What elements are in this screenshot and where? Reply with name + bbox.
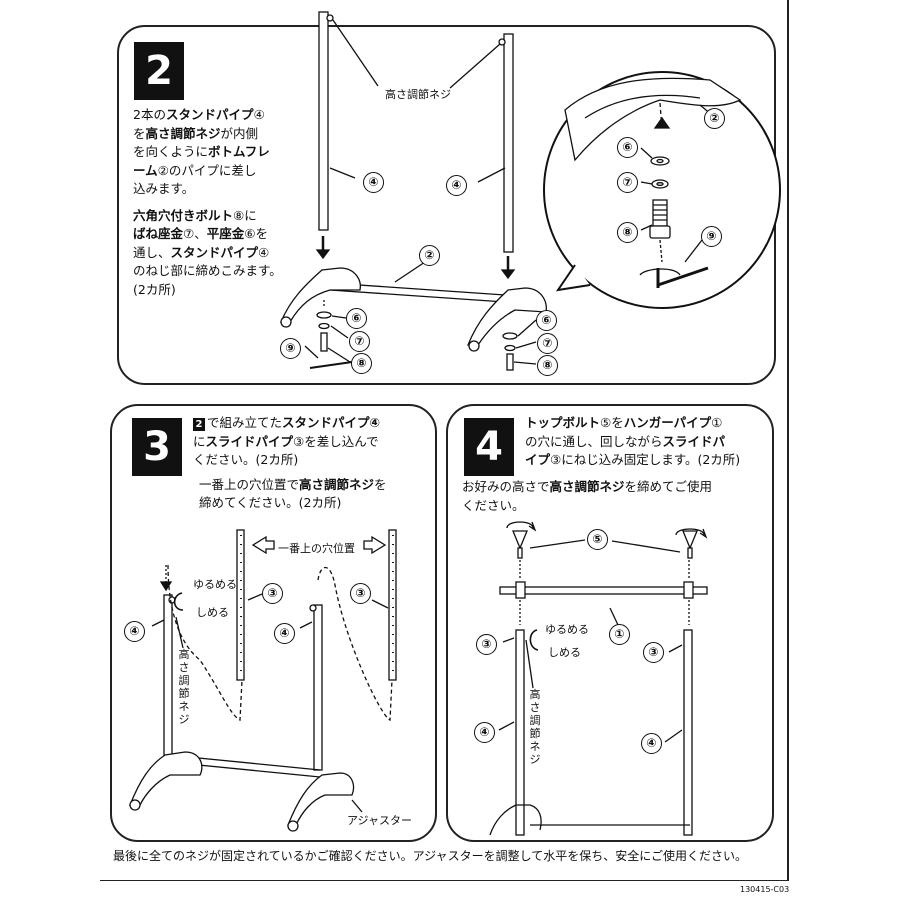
- step-4-instructions-2: お好みの高さで高さ調節ネジを締めてご使用 ください。: [462, 479, 713, 513]
- part-4-marker: ④: [641, 733, 662, 754]
- part-8-marker: ⑧: [537, 355, 558, 376]
- tighten-label-3: しめる: [196, 606, 229, 619]
- height-screw-vertical-label-3: 高さ調節ネジ: [178, 648, 190, 726]
- part-2-marker: ②: [419, 245, 440, 266]
- height-screw-vertical-label-4: 高さ調節ネジ: [529, 688, 541, 766]
- loosen-label-4: ゆるめる: [545, 623, 589, 636]
- top-hole-label: 一番上の穴位置: [278, 542, 355, 555]
- part-6-marker: ⑥: [346, 308, 367, 329]
- part-2-marker: ②: [704, 108, 725, 129]
- part-9-marker: ⑨: [280, 338, 301, 359]
- part-4-marker: ④: [363, 172, 384, 193]
- step-3-right-stand-pipe: [309, 604, 323, 771]
- part-5-marker: ⑤: [587, 529, 608, 550]
- part-8-marker: ⑧: [351, 353, 372, 374]
- right-border-rule: [787, 0, 789, 880]
- part-4-marker: ④: [474, 722, 495, 743]
- part-4-marker: ④: [124, 621, 145, 642]
- step-2-number: 2: [134, 42, 184, 100]
- step-3-slide-pipe-right: [388, 529, 397, 681]
- step-3-number: 3: [132, 418, 182, 476]
- step-4-number: 4: [464, 418, 514, 476]
- part-3-marker: ③: [262, 583, 283, 604]
- part-7-marker: ⑦: [617, 172, 638, 193]
- part-4-marker: ④: [446, 175, 467, 196]
- part-7-marker: ⑦: [349, 331, 370, 352]
- bottom-border-rule: [100, 880, 789, 881]
- step-4-panel: [446, 404, 774, 842]
- part-3-marker: ③: [350, 583, 371, 604]
- tighten-label-4: しめる: [548, 646, 581, 659]
- part-3-marker: ③: [643, 642, 664, 663]
- part-1-marker: ①: [609, 624, 630, 645]
- step-4-right-pipe: [683, 629, 693, 836]
- step-2-left-stand-pipe: [318, 11, 334, 231]
- part-7-marker: ⑦: [537, 333, 558, 354]
- document-code: 130415-C03: [740, 885, 790, 894]
- part-6-marker: ⑥: [617, 137, 638, 158]
- hanger-pipe: [499, 586, 708, 595]
- step-3-left-stand-pipe: [163, 594, 176, 761]
- step-4-instructions: トップボルト⑤をハンガーパイプ① の穴に通し、回しながらスライドパ イプ③にねじ…: [525, 415, 741, 467]
- part-4-marker: ④: [274, 623, 295, 644]
- step-3-slide-pipe-left: [236, 529, 245, 681]
- part-8-marker: ⑧: [617, 222, 638, 243]
- loosen-label-3: ゆるめる: [193, 578, 237, 591]
- height-screw-label: 高さ調節ネジ: [385, 88, 451, 101]
- footer-note: 最後に全てのネジが固定されているかご確認ください。アジャスターを調整して水平を保…: [113, 849, 747, 863]
- step-2-instructions: 2本のスタンドパイプ④ を高さ調節ネジが内側 を向くようにボトムフレ ーム②のパ…: [133, 107, 282, 297]
- part-9-marker: ⑨: [701, 226, 722, 247]
- step-4-left-pipe: [515, 629, 525, 836]
- part-6-marker: ⑥: [536, 310, 557, 331]
- step-2-right-stand-pipe: [498, 33, 514, 253]
- adjuster-label: アジャスター: [347, 814, 413, 827]
- part-3-marker: ③: [476, 634, 497, 655]
